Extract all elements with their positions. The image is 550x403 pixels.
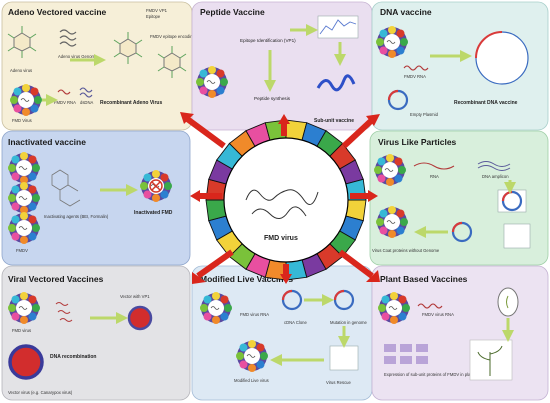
dna-title: DNA vaccine <box>380 7 432 17</box>
adeno-recombinant-label: Recombinant Adeno Virus <box>100 100 162 106</box>
plant-fmd-icon <box>377 291 411 325</box>
panel-mlv: Modified Live Vaccines FMD virus RNA cDN… <box>191 265 373 401</box>
vlp-fmd-icon <box>373 153 407 187</box>
plant-expression-label: Expression of sub-unit proteins of FMDV … <box>384 372 476 377</box>
mlv-modified-icon <box>235 339 269 373</box>
dna-fmd-icon <box>375 25 409 59</box>
peptide-fmd-icon <box>195 65 229 99</box>
vlp-coat-icon <box>375 205 409 239</box>
vlp-rna-label: RNA <box>430 174 439 179</box>
plant-image-icon <box>469 339 513 381</box>
vector-vp1-icon <box>127 305 153 331</box>
dna-fmdv-rna-label: FMDV RNA <box>404 74 426 79</box>
mlv-fmd-rna-label: FMD virus RNA <box>240 312 269 317</box>
inactivated-fmdv-label: FMDV <box>16 248 28 253</box>
panel-inactivated: Inactivated vaccine FMDV Inactivating ag… <box>1 130 191 266</box>
epitope-label: Epitope <box>146 14 161 19</box>
adeno-fmd-virus-icon <box>9 83 43 117</box>
protein-structure-icon <box>316 74 356 92</box>
adeno-fmd-virus-label: FMD Virus <box>12 118 32 123</box>
center-label: FMD virus <box>264 235 298 242</box>
plant-fmdv-rna-label: FMDV virus RNA <box>422 312 454 317</box>
seed-icon <box>497 287 519 317</box>
inactivated-virus-icon-1 <box>7 151 41 185</box>
vlp-dna-amplicon-label: DNA amplicon <box>482 174 509 179</box>
rna-strand-icon <box>245 189 319 219</box>
adeno-virus-label: Adeno virus <box>10 68 32 73</box>
mlv-rescue-label: Virus Rescue <box>326 380 351 385</box>
vlp-coat-label: Virus Coat proteins without Genome <box>372 248 440 253</box>
connector-arrows <box>180 112 380 284</box>
fmdv-epitope-gene-label: FMDV epitope encoding gene <box>150 34 206 39</box>
viral-vectored-title: Viral Vectored Vaccines <box>8 274 104 284</box>
vector-vp1-label: Vector with VP1 <box>120 294 150 299</box>
inactivated-virus-icon-3 <box>7 211 41 245</box>
dna-recombination-label: DNA recombination <box>50 354 96 360</box>
mlv-modified-label: Modified Live virus <box>234 378 269 383</box>
fmdv-vp1-label: FMDV VP1 <box>146 8 168 13</box>
panel-vlp: Virus Like Particles RNA DNA amplicon Vi… <box>369 130 549 266</box>
panel-dna: DNA vaccine FMDV RNA Empty Plasmid Recom… <box>371 1 549 131</box>
vlp-title: Virus Like Particles <box>378 137 457 147</box>
subunit-label: Sub-unit vaccine <box>314 118 354 124</box>
inactivating-agents-label: Inactivating agents (BEI, Formalin) <box>44 214 109 219</box>
plant-wells-icon <box>384 344 428 364</box>
mlv-cdna-label: cDNA Clone <box>284 320 307 325</box>
adeno-dsdna-label: dsDNA <box>80 100 93 105</box>
panel-viral-vectored: Viral Vectored Vaccines FMD virus Vector… <box>1 265 191 401</box>
subunit-chart-icon <box>317 15 359 39</box>
adeno-genome-label: Adeno virus Genome <box>58 54 98 59</box>
vector-virus-icon <box>8 344 44 380</box>
adeno-fmdv-rna-label: FMDV RNA <box>54 100 76 105</box>
recombinant-dna-label: Recombinant DNA vaccine <box>454 100 518 106</box>
peptide-title: Peptide Vaccine <box>200 7 265 17</box>
adeno-title: Adeno Vectored vaccine <box>8 7 107 17</box>
plant-title: Plant Based Vaccines <box>380 274 468 284</box>
capsid-ring <box>205 119 367 281</box>
mlv-mutation-label: Mutation in genome <box>330 320 367 325</box>
vector-virus-label: Vector virus (e.g. Canarypox virus) <box>8 390 73 395</box>
panel-peptide: Peptide Vaccine Epitope Identification (… <box>191 1 373 131</box>
inactivated-fmd-label: Inactivated FMD <box>134 210 173 216</box>
mlv-fmd-icon <box>199 291 233 325</box>
viral-fmd-virus-label: FMD virus <box>12 328 31 333</box>
peptide-synthesis-label: Peptide synthesis <box>254 96 291 101</box>
panel-plant: Plant Based Vaccines FMDV virus RNA Expr… <box>371 265 549 401</box>
viral-fmd-icon <box>7 291 41 325</box>
chemical-structure-icon <box>51 169 81 207</box>
empty-plasmid-label: Empty Plasmid <box>410 112 439 117</box>
epitope-id-label: Epitope Identification (VP1) <box>240 38 296 43</box>
inactivated-virus-icon-2 <box>7 181 41 215</box>
mlv-title: Modified Live Vaccines <box>200 274 293 284</box>
panel-adeno: Adeno Vectored vaccine Adeno virus Adeno… <box>1 1 206 131</box>
inactivated-title: Inactivated vaccine <box>8 137 86 147</box>
